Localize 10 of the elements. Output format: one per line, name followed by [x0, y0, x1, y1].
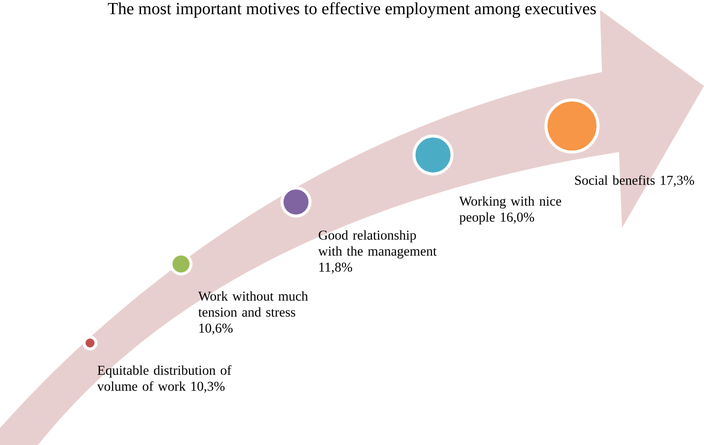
motive-label: Working with nice people 16,0% [459, 196, 562, 224]
circle-marker [280, 186, 312, 218]
motive-label: Work without much tension and stress 10,6% [198, 291, 308, 335]
circle-marker [544, 98, 600, 154]
circle-marker [82, 336, 98, 350]
motive-label: Social benefits 17,3% [575, 175, 694, 187]
motive-label: Good relationship with the management 11,8% [318, 230, 437, 274]
circle-marker [170, 252, 192, 276]
motive-label: Equitable distribution of volume of work 10,3% [97, 365, 232, 393]
title: The most important motives to effective employment among executives [108, 2, 596, 18]
